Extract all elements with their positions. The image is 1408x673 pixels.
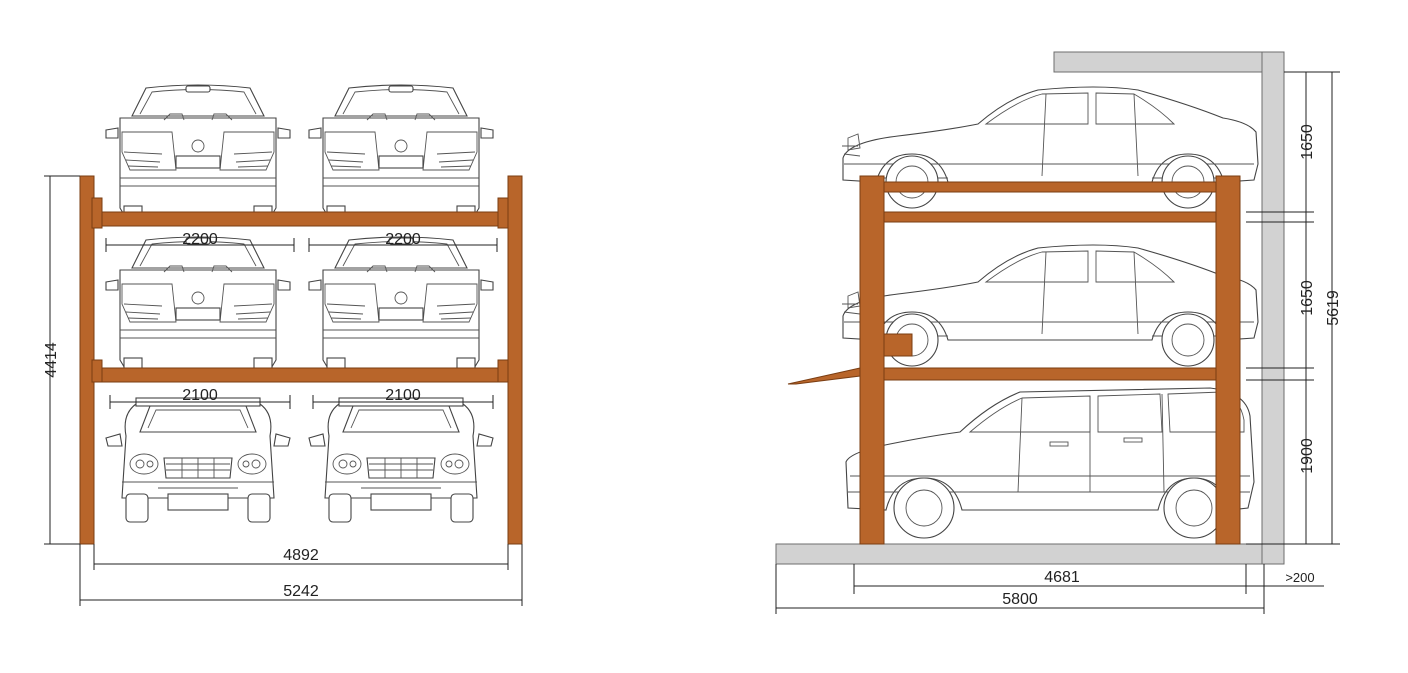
side-dimensions: 1650 1650 1900 5619 4681 5800 >200 bbox=[775, 71, 1342, 614]
front-frame bbox=[79, 175, 523, 545]
front-dimensions: 2200 2200 2100 2100 4414 4892 52 bbox=[43, 175, 523, 606]
car-upper-left bbox=[105, 84, 291, 221]
dim-inner-width: 4892 bbox=[283, 547, 319, 564]
side-post-front bbox=[859, 175, 885, 545]
front-middle-platform bbox=[99, 367, 503, 383]
side-view: 1650 1650 1900 5619 4681 5800 >200 bbox=[775, 51, 1342, 614]
front-middle-bracket-right bbox=[497, 359, 509, 383]
dim-upper-left-width: 2200 bbox=[182, 231, 218, 248]
car-side-lower bbox=[845, 387, 1255, 539]
front-cars bbox=[105, 84, 494, 523]
structure bbox=[775, 51, 1285, 565]
dim-upper-level-height: 1650 bbox=[1299, 124, 1316, 160]
car-lower-left bbox=[105, 397, 291, 523]
car-upper-right bbox=[308, 84, 494, 221]
control-box bbox=[883, 333, 913, 357]
dim-side-total-height: 5619 bbox=[1325, 290, 1342, 326]
car-middle-right bbox=[308, 236, 494, 373]
rear-wall bbox=[1261, 51, 1285, 565]
front-view: 2200 2200 2100 2100 4414 4892 52 bbox=[43, 84, 523, 606]
side-frame bbox=[787, 175, 1241, 545]
front-upper-bracket-right bbox=[497, 197, 509, 229]
dim-post-spacing: 4681 bbox=[1044, 569, 1080, 586]
side-upper-platform-top bbox=[883, 181, 1217, 193]
entry-ramp bbox=[787, 367, 861, 385]
dim-total-height: 4414 bbox=[43, 342, 60, 378]
front-middle-bracket-left bbox=[91, 359, 103, 383]
dim-middle-level-height: 1650 bbox=[1299, 280, 1316, 316]
dim-outer-width: 5242 bbox=[283, 583, 319, 600]
dim-lower-left-width: 2100 bbox=[182, 387, 218, 404]
car-lower-right bbox=[308, 397, 494, 523]
ceiling-slab bbox=[1053, 51, 1285, 73]
front-post-right bbox=[507, 175, 523, 545]
front-upper-platform bbox=[99, 211, 503, 227]
front-upper-bracket-left bbox=[91, 197, 103, 229]
car-middle-left bbox=[105, 236, 291, 373]
side-cars bbox=[841, 86, 1259, 539]
dim-lower-right-width: 2100 bbox=[385, 387, 421, 404]
side-post-rear bbox=[1215, 175, 1241, 545]
dim-lower-level-height: 1900 bbox=[1299, 438, 1316, 474]
side-middle-platform bbox=[883, 367, 1217, 381]
dim-upper-right-width: 2200 bbox=[385, 231, 421, 248]
floor-slab bbox=[775, 543, 1265, 565]
dim-wall-clearance: >200 bbox=[1285, 570, 1314, 585]
dim-total-length: 5800 bbox=[1002, 591, 1038, 608]
side-upper-platform-beam bbox=[883, 211, 1217, 223]
